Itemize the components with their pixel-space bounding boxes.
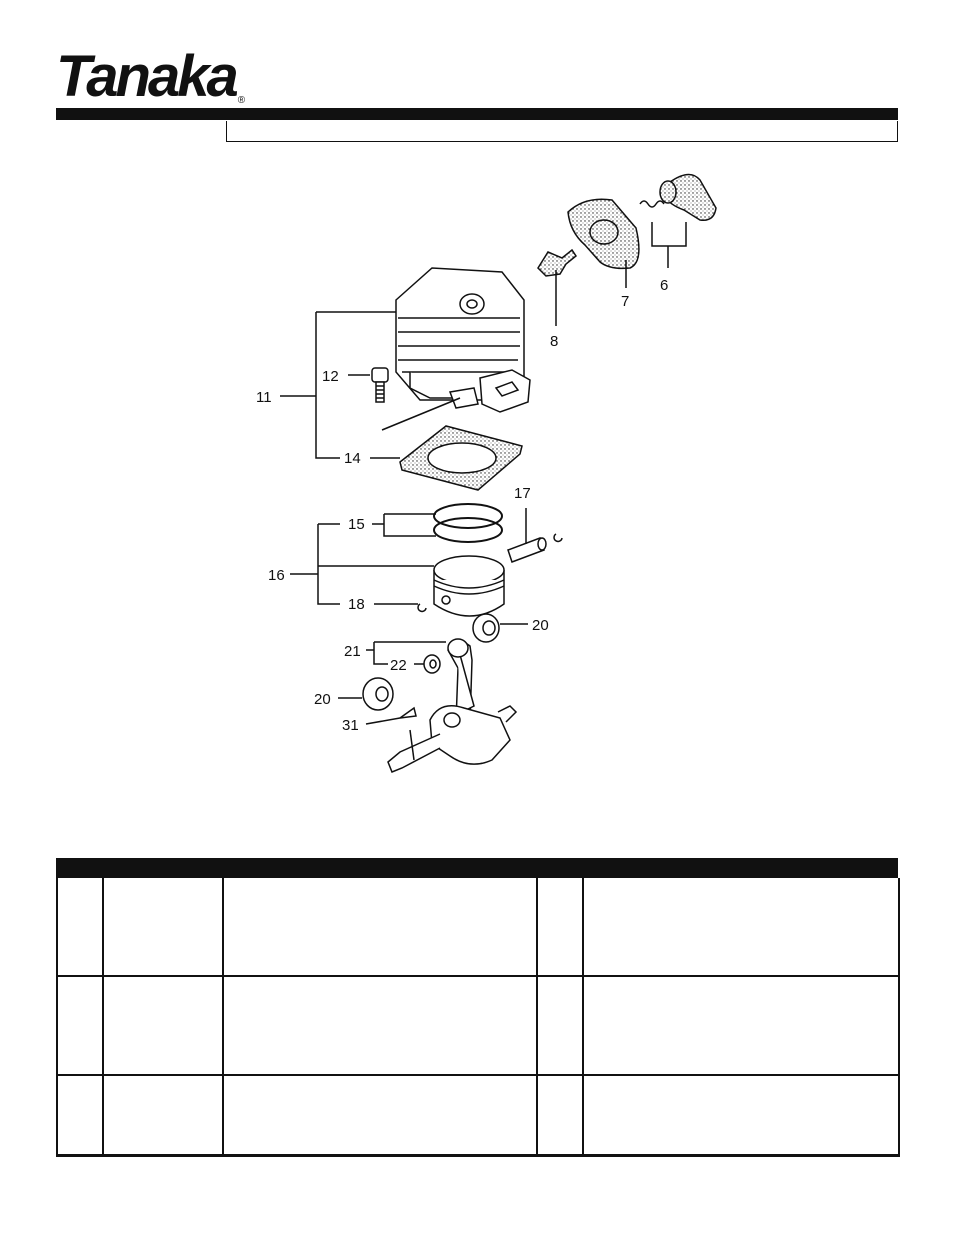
piston-rings-part <box>433 503 503 543</box>
callout-6: 6 <box>660 277 668 294</box>
piston-pin-part <box>507 533 563 563</box>
table-row <box>56 878 900 977</box>
bearing-upper-part <box>472 613 500 643</box>
spark-plug-part <box>537 248 578 277</box>
leader-lines <box>280 222 687 725</box>
callout-16: 16 <box>268 567 285 584</box>
exploded-parts-diagram: 6 7 8 11 12 14 15 16 17 18 20 20 21 22 3… <box>256 173 717 773</box>
parts-table-header-bar <box>56 858 898 878</box>
parts-table-grid <box>56 878 900 1157</box>
table-cell <box>103 878 224 977</box>
callout-8: 8 <box>550 333 558 350</box>
table-cell <box>223 878 538 977</box>
table-cell <box>56 878 104 977</box>
table-cell <box>103 1075 224 1157</box>
cylinder-bolt-part <box>371 367 389 403</box>
crankshaft-part <box>387 638 518 773</box>
callout-7: 7 <box>621 293 629 310</box>
table-cell <box>583 976 900 1076</box>
header-rule <box>56 108 898 120</box>
callout-11: 11 <box>256 389 272 406</box>
table-cell <box>103 976 224 1076</box>
parts-table <box>56 858 900 1157</box>
callout-22: 22 <box>390 657 407 674</box>
callout-14: 14 <box>344 450 361 467</box>
spark-plug-cap-part <box>639 173 717 221</box>
brand-logo: Tanaka® <box>56 48 246 107</box>
callout-12: 12 <box>322 368 339 385</box>
table-row <box>56 1075 900 1157</box>
callout-17: 17 <box>514 485 531 502</box>
table-cell <box>583 878 900 977</box>
callout-31: 31 <box>342 717 359 734</box>
table-cell <box>56 976 104 1076</box>
registered-mark: ® <box>237 95 246 106</box>
bearing-lower-part <box>362 677 394 711</box>
circlip-part <box>417 603 427 613</box>
logo-text: Tanaka <box>56 44 239 109</box>
section-title-box <box>226 121 898 142</box>
callout-18: 18 <box>348 596 365 613</box>
callout-20-upper: 20 <box>532 617 549 634</box>
cylinder-gasket-part <box>399 425 523 491</box>
table-cell <box>223 976 538 1076</box>
table-cell <box>223 1075 538 1157</box>
table-cell <box>537 878 584 977</box>
table-cell <box>583 1075 900 1157</box>
table-cell <box>537 1075 584 1157</box>
callout-21: 21 <box>344 643 361 660</box>
piston-part <box>433 555 505 617</box>
table-cell <box>537 976 584 1076</box>
needle-bearing-part <box>423 654 441 674</box>
table-cell <box>56 1075 104 1157</box>
ignition-cover-part <box>567 198 640 270</box>
callout-15: 15 <box>348 516 365 533</box>
cylinder-part <box>395 267 531 413</box>
table-row <box>56 976 900 1076</box>
callout-20-lower: 20 <box>314 691 331 708</box>
woodruff-key-part <box>399 706 417 719</box>
